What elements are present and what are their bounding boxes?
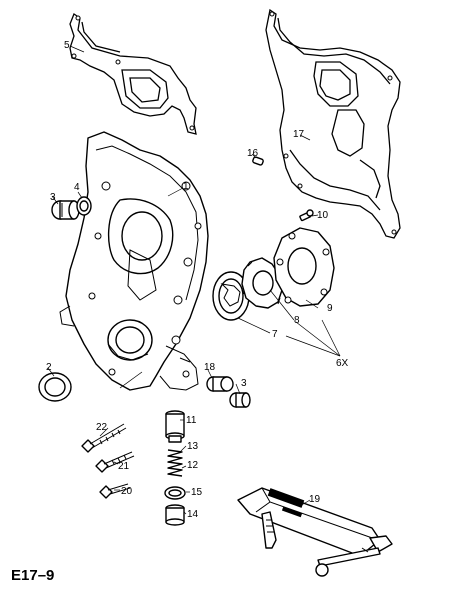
sleeve-18 (206, 376, 234, 392)
callout-10: 10 (317, 210, 329, 221)
callout-19: 19 (309, 494, 321, 505)
callout-22: 22 (96, 422, 108, 433)
plug-3-lower (229, 392, 251, 408)
callout-1: 1 (183, 181, 189, 192)
plug-3-upper (51, 200, 80, 220)
callouts: 5 1 3 4 2 17 16 10 8 9 7 6X 18 3 11 13 1… (46, 40, 349, 520)
callout-16: 16 (247, 148, 259, 159)
dowel-pin-16 (252, 156, 264, 166)
callout-8: 8 (294, 315, 300, 326)
spring-12 (167, 449, 183, 477)
gasket-17 (265, 8, 401, 239)
callout-3-lower: 3 (241, 378, 247, 389)
callout-6x: 6X (336, 358, 349, 369)
seal-ring-15 (164, 486, 186, 500)
callout-3-upper: 3 (50, 192, 56, 203)
outer-rotor-7 (212, 271, 250, 321)
callout-21: 21 (118, 461, 130, 472)
sealant-tube-19 (237, 487, 393, 577)
callout-13: 13 (187, 441, 199, 452)
bolt-22 (81, 423, 127, 453)
figure-code: E17–9 (11, 567, 54, 584)
plug-14 (165, 504, 185, 526)
callout-11: 11 (186, 415, 197, 426)
callout-14: 14 (187, 509, 199, 520)
bolt-20 (99, 483, 131, 499)
callout-5: 5 (64, 40, 70, 51)
callout-18: 18 (204, 362, 216, 373)
callout-9: 9 (327, 303, 333, 314)
oil-pump-housing-1 (59, 131, 209, 391)
callout-2: 2 (46, 362, 52, 373)
oil-seal-2 (38, 372, 72, 402)
callout-17: 17 (293, 129, 305, 140)
gear-ring-8 (241, 257, 283, 309)
callout-15: 15 (191, 487, 203, 498)
callout-7: 7 (272, 329, 278, 340)
valve-piston-11 (165, 410, 185, 443)
seal-ring-4 (76, 196, 92, 216)
callout-20: 20 (121, 486, 133, 497)
bolt-21 (95, 451, 135, 473)
leader-lines (47, 45, 341, 515)
screw-10 (299, 209, 314, 222)
pump-cover-9 (273, 227, 335, 307)
gasket-5 (69, 13, 197, 135)
callout-12: 12 (187, 460, 199, 471)
callout-4: 4 (74, 182, 80, 193)
